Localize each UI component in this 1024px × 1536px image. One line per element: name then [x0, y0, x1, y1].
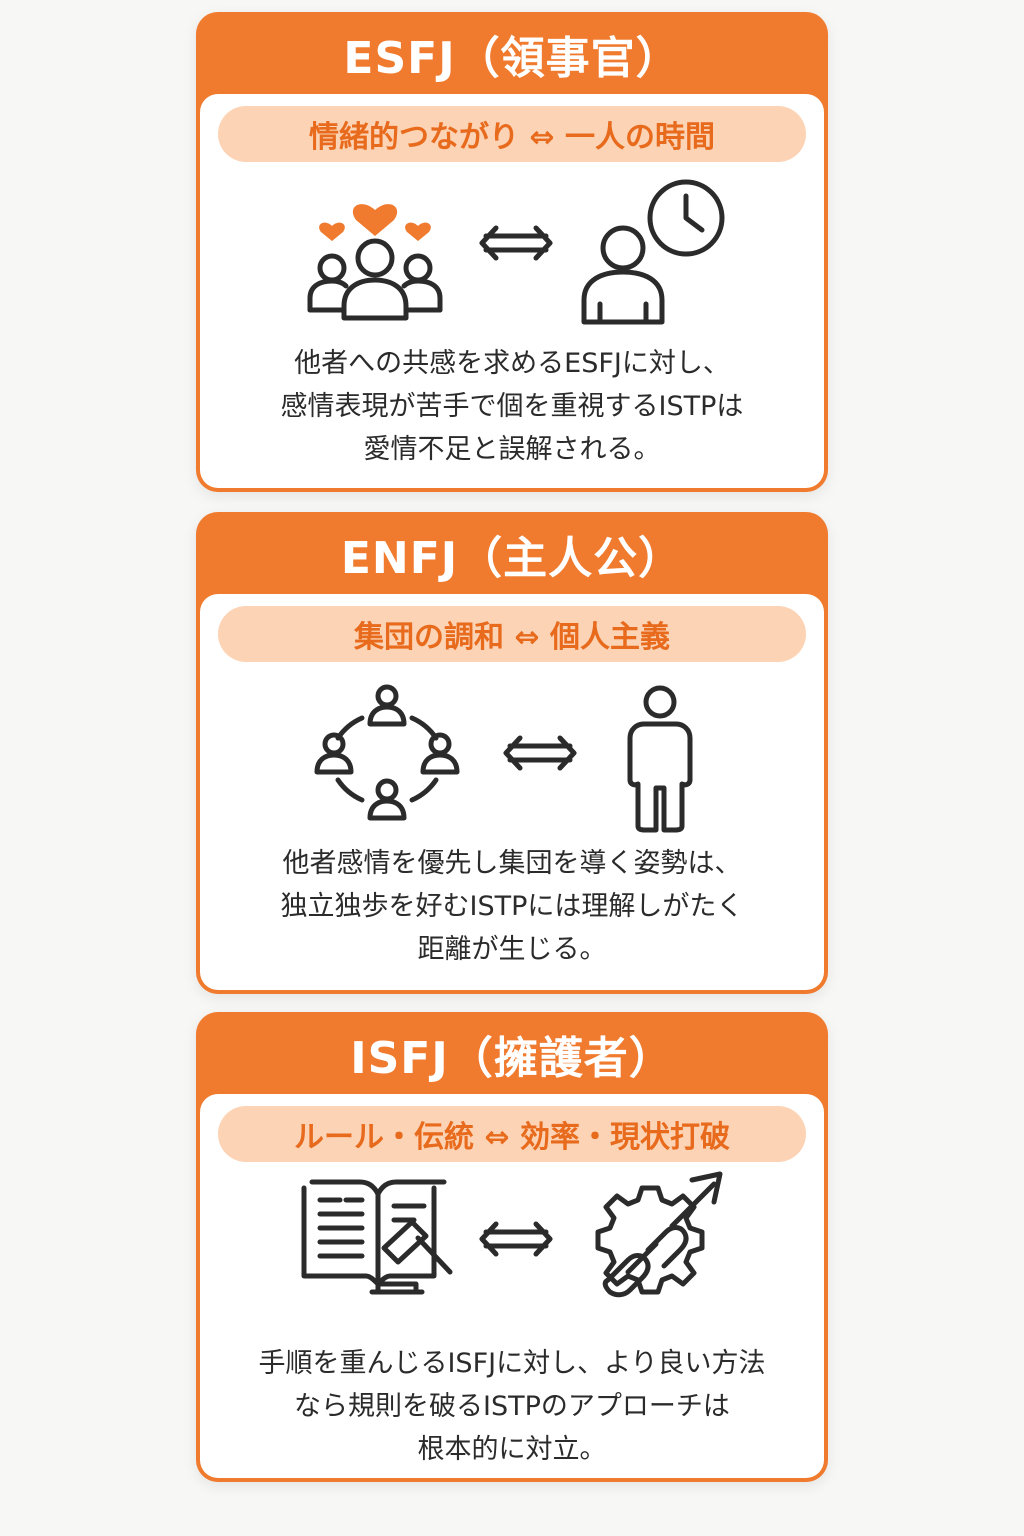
icon-row: [200, 178, 824, 328]
double-arrow-icon: [479, 1221, 553, 1257]
card-body: 情緒的つながり ⇔ 一人の時間: [200, 94, 824, 488]
rulebook-gavel-icon: [301, 1179, 453, 1295]
card-body: ルール・伝統 ⇔ 効率・現状打破: [200, 1094, 824, 1478]
card-enfj: ENFJ（主人公） 集団の調和 ⇔ 個人主義: [196, 512, 828, 994]
double-arrow-icon: [503, 735, 577, 771]
description-line: 距離が生じる。: [417, 934, 607, 965]
card-isfj: ISFJ（擁護者） ルール・伝統 ⇔ 効率・現状打破: [196, 1012, 828, 1482]
card-description: 手順を重んじるISFJに対し、より良い方法 なら規則を破るISTPのアプローチは…: [220, 1342, 804, 1471]
description-line: 他者感情を優先し集団を導く姿勢は、: [282, 848, 742, 879]
double-arrow-icon: [479, 225, 553, 261]
description-line: 手順を重んじるISFJに対し、より良い方法: [258, 1348, 766, 1379]
card-description: 他者への共感を求めるESFJに対し、 感情表現が苦手で個を重視するISTPは 愛…: [220, 342, 804, 471]
gear-broken-chain-arrow-icon: [595, 1171, 723, 1298]
card-esfj: ESFJ（領事官） 情緒的つながり ⇔ 一人の時間: [196, 12, 828, 492]
description-line: なら規則を破るISTPのアプローチは: [294, 1391, 730, 1422]
description-line: 根本的に対立。: [417, 1434, 607, 1465]
contrast-pill: 集団の調和 ⇔ 個人主義: [218, 606, 806, 662]
standing-person-icon: [627, 685, 693, 833]
card-description: 他者感情を優先し集団を導く姿勢は、 独立独歩を好むISTPには理解しがたく 距離…: [220, 842, 804, 971]
group-with-hearts-icon: [307, 204, 443, 321]
description-line: 独立独歩を好むISTPには理解しがたく: [280, 891, 744, 922]
people-circle-icon: [314, 684, 460, 821]
icon-row: [200, 678, 824, 833]
description-line: 感情表現が苦手で個を重視するISTPは: [280, 391, 744, 422]
description-line: 他者への共感を求めるESFJに対し、: [294, 348, 730, 379]
description-line: 愛情不足と誤解される。: [363, 434, 661, 465]
contrast-pill: 情緒的つながり ⇔ 一人の時間: [218, 106, 806, 162]
card-body: 集団の調和 ⇔ 個人主義: [200, 594, 824, 990]
card-title: ENFJ（主人公）: [340, 533, 684, 584]
contrast-pill: ルール・伝統 ⇔ 効率・現状打破: [218, 1106, 806, 1162]
person-with-clock-icon: [581, 179, 725, 325]
card-title: ESFJ（領事官）: [343, 33, 681, 84]
card-title: ISFJ（擁護者）: [350, 1033, 674, 1084]
icon-row: [200, 1171, 824, 1328]
